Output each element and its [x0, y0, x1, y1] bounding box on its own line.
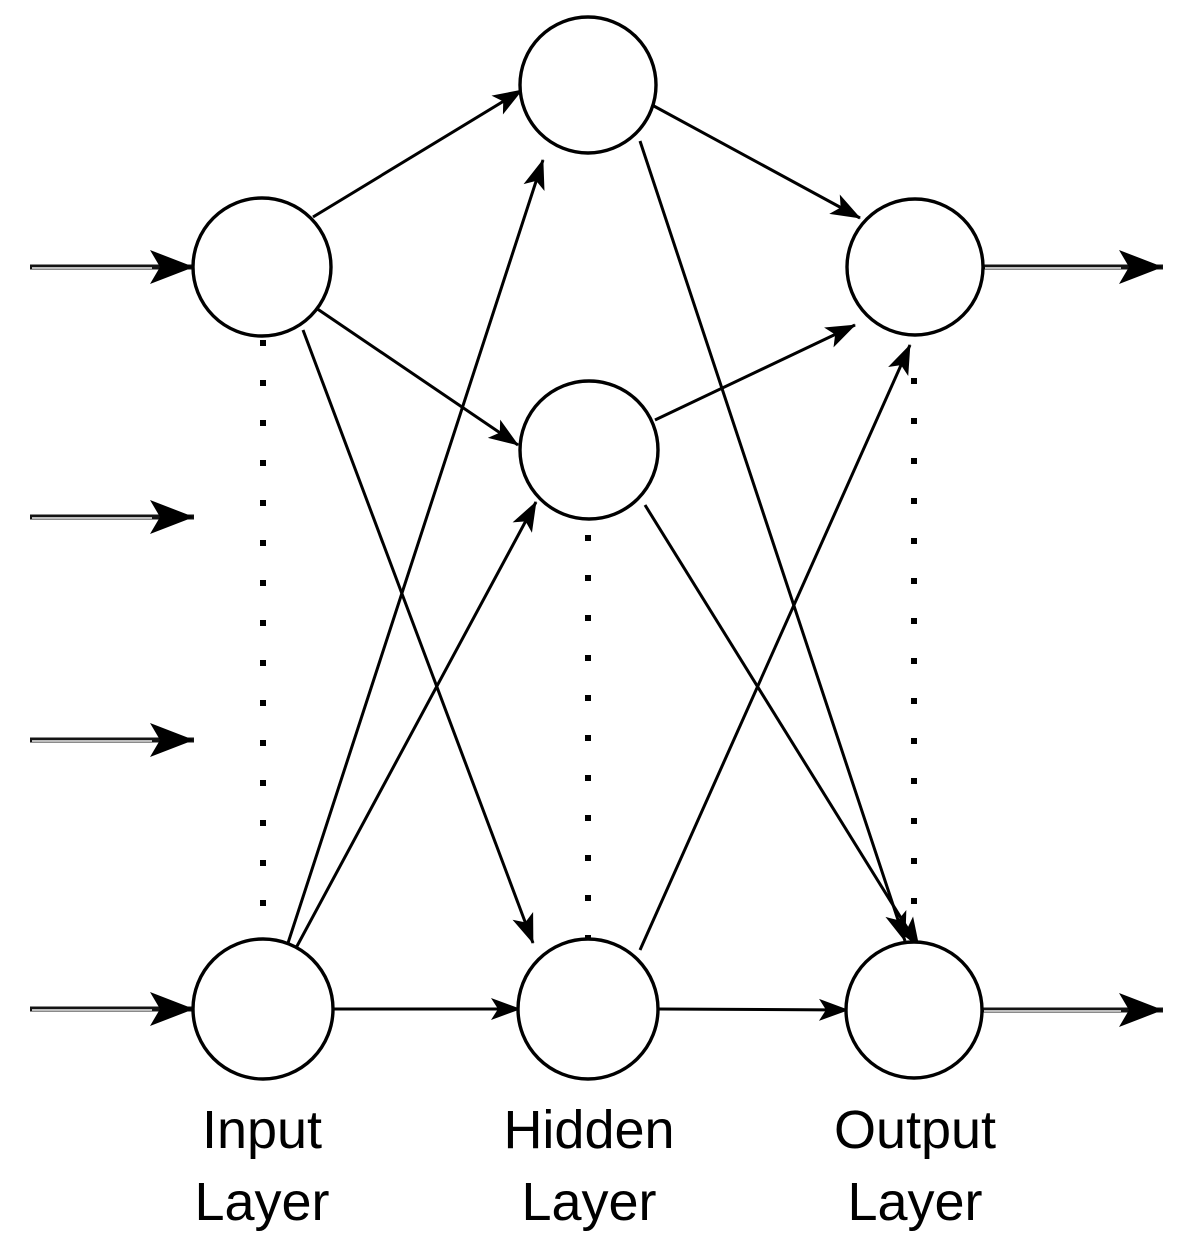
input-layer-label: Input Layer	[194, 1094, 329, 1238]
edge-hidden-1-to-output-n	[638, 140, 907, 942]
node-output-n	[844, 940, 984, 1080]
output-layer-line2: Layer	[847, 1172, 983, 1232]
edge-hidden-n-to-output-n	[657, 998, 849, 1021]
node-input-n	[191, 937, 335, 1081]
node-hidden-1	[518, 15, 658, 155]
edge-input-n-to-hidden-1	[286, 159, 545, 944]
node-hidden-2	[518, 379, 660, 521]
hidden-layer-label: Hidden Layer	[503, 1094, 674, 1238]
input-layer-line2: Layer	[194, 1172, 330, 1232]
node-hidden-n	[516, 937, 660, 1081]
edge-input-n-to-hidden-2	[294, 501, 538, 949]
hidden-layer-line1: Hidden	[503, 1100, 675, 1160]
node-output-1	[845, 197, 985, 337]
edge-input-1-to-hidden-1	[312, 88, 523, 219]
edge-hidden-n-to-output-1	[638, 344, 912, 951]
output-layer-label: Output Layer	[834, 1094, 996, 1238]
output-layer-line1: Output	[833, 1100, 997, 1160]
input-layer-line1: Input	[201, 1100, 323, 1160]
hidden-layer-line2: Layer	[521, 1172, 657, 1232]
edge-hidden-2-to-output-1	[654, 323, 856, 422]
edge-input-1-to-hidden-n	[301, 329, 535, 944]
node-input-1	[191, 196, 333, 338]
edge-hidden-2-to-output-n	[643, 504, 921, 948]
edge-hidden-1-to-output-1	[651, 103, 861, 220]
edge-input-1-to-hidden-2	[315, 306, 519, 447]
